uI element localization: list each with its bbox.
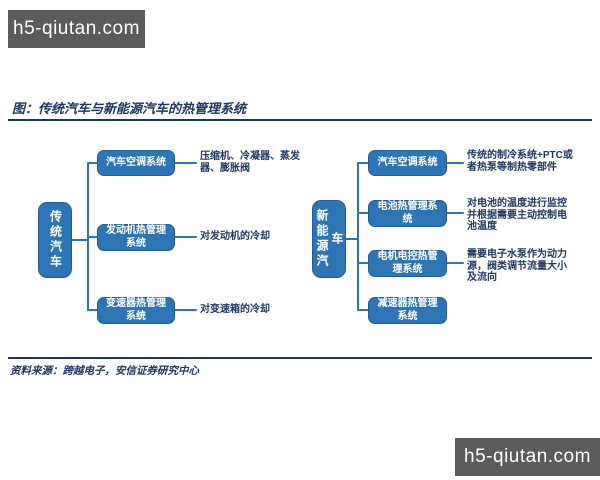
watermark-bottom: h5-qiutan.com — [455, 438, 600, 476]
node-transmission-thermal-system: 变速器热管理系统 — [97, 297, 175, 324]
desc-engine-thermal: 对发动机的冷却 — [200, 231, 270, 242]
source-note: 资料来源：跨越电子，安信证券研究中心 — [10, 366, 199, 377]
node-auto-ac-system-left: 汽车空调系统 — [97, 150, 175, 176]
node-engine-thermal-system: 发动机热管理系统 — [97, 224, 175, 251]
desc-motor-ecu-thermal: 需要电子水泵作为动力源，阀类调节流量大小及流向 — [467, 249, 567, 283]
node-motor-ecu-thermal-system: 电机电控热管理系统 — [368, 250, 447, 277]
node-new-energy-vehicle: 新能源汽车 — [312, 200, 346, 278]
watermark-top: h5-qiutan.com — [8, 10, 145, 48]
node-reducer-thermal-system: 减速器热管理系统 — [368, 297, 447, 324]
title-divider-line — [8, 119, 592, 121]
desc-transmission-thermal: 对变速箱的冷却 — [200, 304, 270, 315]
source-divider-line — [8, 357, 592, 359]
desc-battery-thermal: 对电池的温度进行监控并根据需要主动控制电池温度 — [467, 198, 567, 232]
desc-auto-ac-left: 压缩机、冷凝器、蒸发器、膨胀阀 — [200, 151, 300, 174]
figure-title: 图：传统汽车与新能源汽车的热管理系统 — [12, 101, 247, 116]
node-battery-thermal-system: 电池热管理系统 — [368, 200, 447, 227]
desc-auto-ac-right: 传统的制冷系统+PTC或者热泵等制热零部件 — [467, 150, 573, 173]
node-auto-ac-system-right: 汽车空调系统 — [368, 150, 447, 176]
node-traditional-vehicle: 传统汽车 — [38, 202, 72, 278]
